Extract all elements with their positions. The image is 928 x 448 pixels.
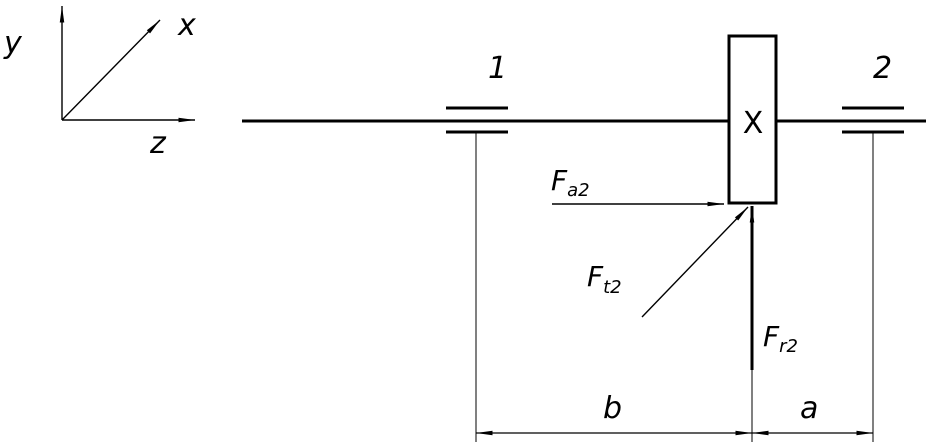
x-axis	[61, 19, 161, 121]
force-tangential: Ft2	[587, 206, 749, 318]
x-axis-label: x	[177, 8, 196, 43]
tangential-force-label: Ft2	[587, 260, 622, 298]
gear-body	[727, 34, 778, 205]
bearing-1-label: 1	[488, 51, 507, 86]
tangential-force-arrow	[641, 206, 749, 318]
force-radial: Fr2	[749, 206, 798, 370]
axial-force-label: Fa2	[551, 164, 590, 201]
radial-force-label: Fr2	[763, 320, 798, 357]
coordinate-axes: y x z	[3, 6, 196, 161]
dimension-lines: b a	[475, 132, 874, 442]
bearing-2-label: 2	[873, 51, 892, 86]
gear: X	[727, 34, 778, 205]
y-axis-label: y	[3, 26, 23, 61]
z-axis-label: z	[149, 126, 167, 161]
force-axial: Fa2	[551, 164, 724, 207]
dimension-a-label: a	[800, 391, 818, 426]
gear-mark: X	[743, 106, 764, 141]
bearing-1: 1	[446, 51, 508, 134]
dimension-b-label: b	[603, 391, 622, 426]
